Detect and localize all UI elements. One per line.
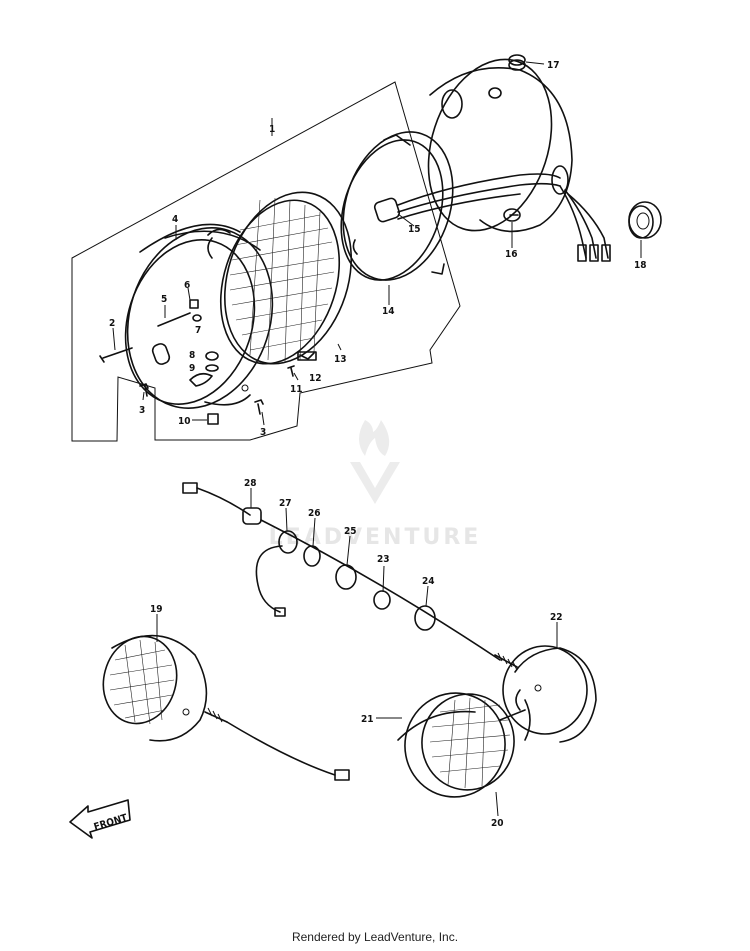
- auxiliary-lamp-left: [102, 634, 350, 781]
- callout-1: 1: [269, 124, 275, 135]
- headlight-rim: [124, 223, 274, 409]
- callout-14: 14: [382, 306, 395, 317]
- callout-21: 21: [361, 714, 374, 725]
- callout-6: 6: [184, 280, 190, 291]
- callout-17: 17: [547, 60, 560, 71]
- bulb-socket: [373, 173, 561, 223]
- callout-5: 5: [161, 294, 167, 305]
- mounting-ring: [340, 131, 454, 281]
- callout-10: 10: [178, 416, 191, 427]
- callout-15: 15: [408, 224, 421, 235]
- callouts: 1 2 3 3 4 5 6 7 8 9 10 11 12 13 14 15 16…: [109, 60, 647, 829]
- callout-25: 25: [344, 526, 357, 537]
- callout-18: 18: [634, 260, 647, 271]
- leader-lines: [112, 61, 642, 817]
- auxiliary-lamp-right: [397, 645, 597, 798]
- callout-27: 27: [279, 498, 292, 509]
- callout-24: 24: [422, 576, 435, 587]
- callout-9: 9: [189, 363, 195, 374]
- front-direction-arrow: FRONT: [69, 799, 131, 839]
- callout-3b: 3: [260, 427, 266, 438]
- grommet: [628, 201, 662, 239]
- callout-22: 22: [550, 612, 563, 623]
- callout-3a: 3: [139, 405, 145, 416]
- callout-20: 20: [491, 818, 504, 829]
- sealed-beam-unit: [207, 191, 353, 365]
- hardware: [99, 54, 526, 425]
- callout-8: 8: [189, 350, 195, 361]
- watermark: LEADVENTURE: [269, 420, 482, 550]
- callout-26: 26: [308, 508, 321, 519]
- callout-16: 16: [505, 249, 518, 260]
- callout-11: 11: [290, 384, 303, 395]
- callout-13: 13: [334, 354, 347, 365]
- assembly-bracket: [71, 81, 461, 442]
- callout-7: 7: [195, 325, 201, 336]
- front-arrow-label: FRONT: [93, 812, 130, 833]
- callout-4: 4: [172, 214, 178, 225]
- headlight-housing: [427, 58, 611, 262]
- callout-19: 19: [150, 604, 163, 615]
- callout-2: 2: [109, 318, 115, 329]
- callout-28: 28: [244, 478, 257, 489]
- callout-12: 12: [309, 373, 322, 384]
- watermark-text: LEADVENTURE: [269, 525, 482, 550]
- wire-harness: [182, 482, 518, 671]
- callout-23: 23: [377, 554, 390, 565]
- footer-credit: Rendered by LeadVenture, Inc.: [291, 930, 459, 944]
